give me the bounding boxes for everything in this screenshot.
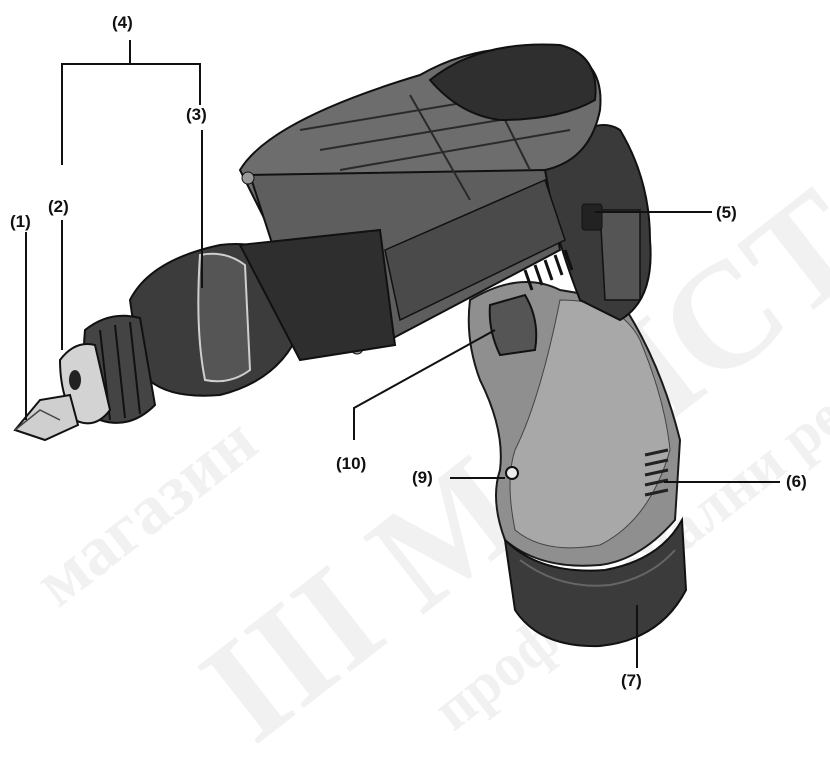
callout-3: (3) [186,105,207,124]
battery-vent-slots [644,448,669,497]
diagram-stage: магазин III МАЙСТОР професионални решени… [10,13,830,773]
rotation-direction-switch [581,203,603,231]
callout-1: (1) [10,212,31,231]
callout-2: (2) [48,197,69,216]
callout-5: (5) [716,203,737,222]
screwdriver-illustration [13,40,780,668]
callout-4: (4) [112,13,133,32]
battery-base [503,448,688,648]
callout-7: (7) [621,671,642,690]
callout-10: (10) [336,454,367,473]
leader-lines [25,40,780,668]
callout-9: (9) [412,468,433,487]
led-indicator [505,466,519,480]
callout-6: (6) [786,472,807,491]
depth-stop-housing [128,228,397,397]
on-off-trigger [488,293,538,357]
screwdriver-bit [13,393,80,442]
leader-4-bracket [61,63,201,165]
leader-10 [353,329,496,440]
